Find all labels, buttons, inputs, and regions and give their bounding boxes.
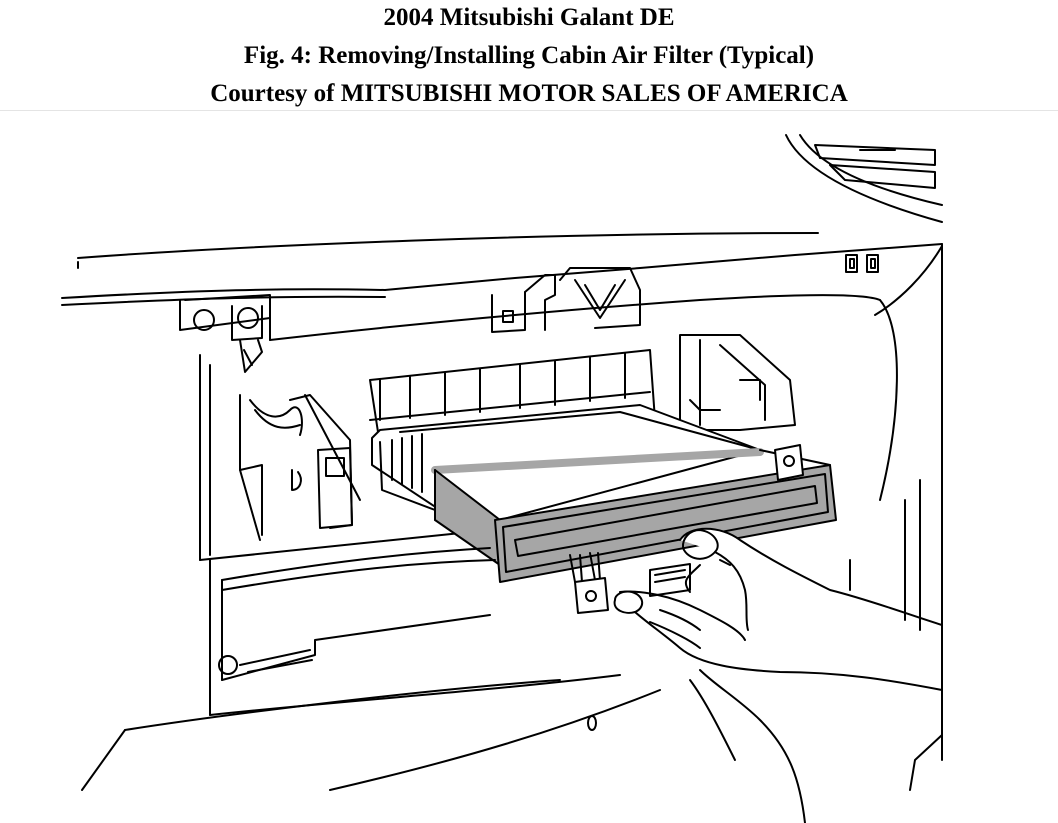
lower-dash (81, 674, 943, 791)
filter-tray (494, 444, 837, 583)
dash-air-vent (785, 134, 943, 223)
illustration-svg (61, 134, 943, 823)
filter-clip (569, 552, 609, 614)
dash-clips (845, 254, 879, 273)
figure-caption: 2004 Mitsubishi Galant DE Fig. 4: Removi… (0, 0, 1058, 111)
cabin-air-filter (371, 404, 764, 566)
cabin-filter-illustration (0, 111, 1058, 823)
caption-credit: Courtesy of MITSUBISHI MOTOR SALES OF AM… (210, 80, 848, 107)
caption-figure-label: Fig. 4: Removing/Installing Cabin Air Fi… (243, 42, 815, 69)
caption-title: 2004 Mitsubishi Galant DE (383, 4, 675, 31)
upper-bracket (491, 267, 641, 333)
side-bracket (679, 334, 796, 431)
wiring-harness (239, 394, 361, 541)
glovebox-lower-panel (209, 547, 691, 716)
hand (613, 479, 943, 823)
